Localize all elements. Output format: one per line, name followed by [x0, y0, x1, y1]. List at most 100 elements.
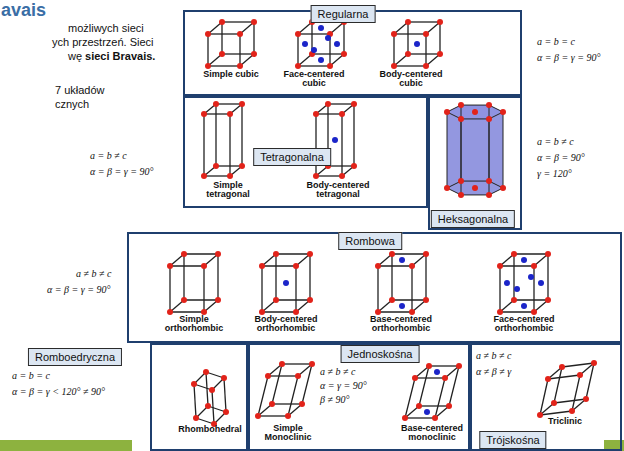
lattice-caption: Base-centered monoclinic — [397, 424, 467, 443]
unit-cell — [537, 360, 597, 418]
hex-bottom — [447, 181, 503, 195]
lattice-point — [375, 263, 381, 269]
lattice-point — [405, 19, 411, 25]
lattice-point — [181, 251, 187, 257]
lattice-parameters: a ≠ b ≠ c — [76, 268, 111, 279]
cell-edge — [204, 175, 230, 176]
slide-text: 7 układów — [55, 84, 105, 96]
cell-edge — [328, 103, 354, 104]
lattice-caption: Base-centered orthorhombic — [361, 315, 441, 334]
cell-edge — [394, 33, 426, 34]
cell-edge — [216, 103, 242, 104]
cell-edge — [169, 266, 170, 312]
cell-edge — [208, 65, 240, 66]
lattice-parameters: α = β = γ = 90° — [90, 166, 153, 177]
cell-edge — [183, 254, 184, 300]
lattice-point — [511, 251, 517, 257]
lattice-point — [472, 109, 478, 115]
lattice-point — [265, 373, 271, 379]
lattice-point — [442, 375, 448, 381]
lattice-point — [299, 401, 305, 407]
hexagonal-cell — [444, 102, 506, 198]
lattice-caption: Body-centered orthorhombic — [246, 315, 326, 334]
cell-edge — [408, 53, 440, 54]
cell-edge — [439, 22, 440, 54]
cell-edge — [425, 34, 426, 66]
lattice-point — [521, 257, 527, 263]
lattice-parameters: α = β = γ = 90° — [47, 284, 110, 295]
group-heading: Rombowa — [338, 232, 402, 250]
cell-edge — [276, 299, 310, 300]
cell-edge — [212, 390, 214, 424]
cell-edge — [394, 65, 426, 66]
cell-edge — [309, 254, 310, 300]
lattice-caption: Simple cubic — [201, 70, 261, 79]
unit-cell — [375, 251, 429, 315]
lattice-point — [486, 102, 492, 108]
cell-edge — [586, 363, 594, 399]
cell-edge — [540, 379, 548, 415]
cell-edge — [241, 104, 242, 166]
unit-cells — [167, 19, 597, 427]
cell-edge — [229, 114, 230, 176]
lattice-caption: Simple orthorhombic — [154, 315, 234, 334]
lattice-point — [293, 263, 299, 269]
lattice-point — [239, 101, 245, 107]
green-bar — [0, 440, 132, 451]
lattice-parameters: α ≠ β ≠ γ — [476, 366, 511, 377]
cell-edge — [262, 265, 296, 266]
lattice-point — [255, 413, 261, 419]
lattice-point — [423, 31, 429, 37]
cell-edge — [425, 254, 426, 300]
cell-edge — [288, 376, 298, 416]
lattice-point — [213, 163, 219, 169]
hex-face — [447, 112, 503, 195]
lattice-point — [497, 263, 503, 269]
cell-edge — [184, 299, 218, 300]
lattice-point — [583, 396, 589, 402]
lattice-point — [446, 403, 452, 409]
lattice-point — [273, 297, 279, 303]
cell-edge — [208, 33, 240, 34]
lattice-point — [313, 111, 319, 117]
lattice-group-panel: Regularna — [183, 10, 522, 96]
lattice-point — [219, 51, 225, 57]
lattice-caption: Body-centered cubic — [376, 70, 446, 89]
lattice-point — [227, 173, 233, 179]
cell-edge — [272, 364, 282, 404]
lattice-point — [307, 251, 313, 257]
cell-edge — [514, 253, 548, 254]
lattice-caption: Face-centered orthorhombic — [484, 315, 564, 334]
lattice-point — [339, 111, 345, 117]
lattice-caption: Body-centered tetragonal — [303, 181, 373, 200]
lattice-point — [444, 109, 450, 115]
lattice-point — [201, 111, 207, 117]
cell-edge — [262, 311, 296, 312]
cell-edge — [316, 113, 342, 114]
lattice-point — [201, 173, 207, 179]
cell-edge — [405, 417, 435, 418]
lattice-parameters: α = β = 90° — [537, 152, 585, 163]
lattice-point — [239, 163, 245, 169]
lattice-point — [521, 303, 527, 309]
unit-cell — [191, 369, 229, 427]
unit-cell — [402, 363, 462, 421]
group-heading: Romboedryczna — [28, 348, 122, 366]
lattice-point — [577, 372, 583, 378]
cell-edge — [207, 34, 208, 66]
cell-edge — [419, 405, 449, 406]
lattice-point — [295, 31, 301, 37]
slide-text: wę — [68, 50, 82, 62]
slide-text: sieci Bravais. — [85, 50, 155, 62]
cell-edge — [298, 33, 330, 34]
cell-edge — [258, 376, 268, 416]
lattice-point — [486, 178, 492, 184]
lattice-point — [444, 185, 450, 191]
lattice-parameters: α = γ = 90° — [320, 380, 367, 391]
lattice-point — [402, 415, 408, 421]
lattice-point — [437, 51, 443, 57]
lattice-point — [551, 400, 557, 406]
lattice-point — [205, 403, 211, 409]
cell-edge — [170, 311, 204, 312]
cell-edge — [500, 265, 534, 266]
